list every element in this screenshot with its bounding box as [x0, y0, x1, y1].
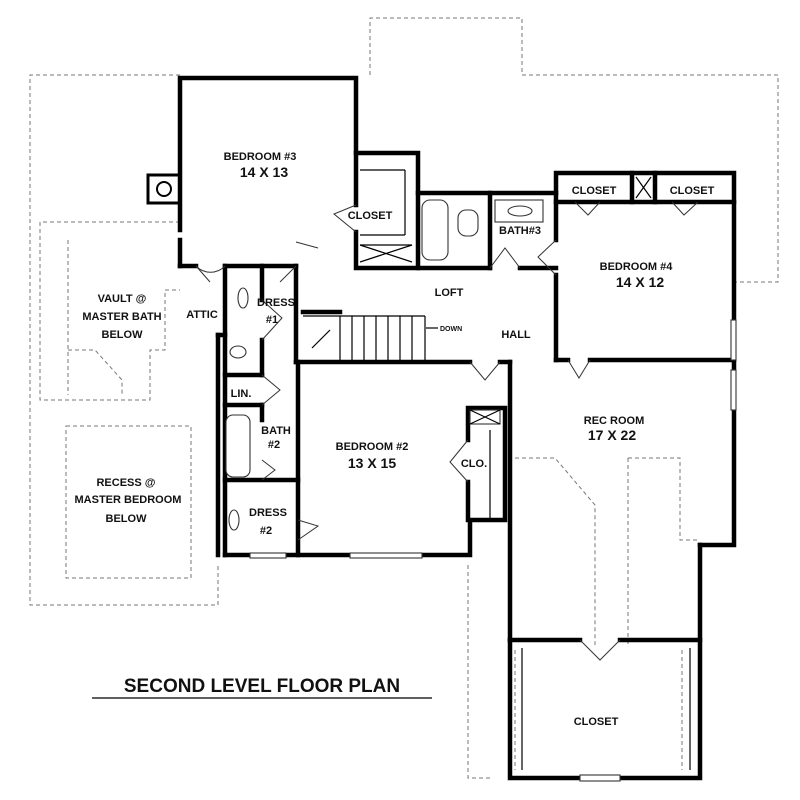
vault-area-outline [39, 221, 180, 401]
dress2-label-line2: #2 [260, 525, 272, 537]
bedroom3-size: 14 X 13 [240, 164, 288, 180]
roof-outline [29, 17, 779, 780]
stair [311, 316, 438, 362]
walls [177, 75, 737, 781]
recess-label-line3: BELOW [106, 513, 148, 525]
clo-label: CLO. [461, 458, 487, 470]
bath2-label-line2: #2 [268, 439, 280, 451]
dress1-label-line2: #1 [266, 314, 278, 326]
bath3-label: BATH#3 [499, 225, 541, 237]
chimney [146, 173, 182, 205]
attic-label: ATTIC [186, 309, 218, 321]
bedroom3-label: BEDROOM #3 [224, 151, 297, 163]
room-labels: BEDROOM #3 14 X 13 CLOSET BATH#3 CLOSET … [75, 151, 715, 728]
rec-closet-shelves [521, 648, 691, 770]
rec-room-vault-lines [508, 457, 700, 770]
closet-b4-right-label: CLOSET [670, 185, 715, 197]
windows [249, 319, 737, 782]
down-label: DOWN [440, 326, 462, 333]
rec-room-label: REC ROOM [584, 415, 645, 427]
plan-title: SECOND LEVEL FLOOR PLAN [124, 676, 400, 697]
bath2-label-line1: BATH [261, 425, 291, 437]
vault-label-line2: MASTER BATH [82, 311, 161, 323]
recess-label-line1: RECESS @ [96, 477, 155, 489]
lin-label: LIN. [231, 388, 252, 400]
dress1-label-line1: DRESS [257, 297, 295, 309]
dress2-label-line1: DRESS [249, 507, 287, 519]
recess-label-line2: MASTER BEDROOM [75, 494, 182, 506]
door-swings [195, 201, 699, 661]
closet-rec-label: CLOSET [574, 716, 619, 728]
closet-b3-label: CLOSET [348, 210, 393, 222]
hall-label: HALL [501, 329, 531, 341]
recess-area-outline [65, 425, 192, 579]
loft-label: LOFT [435, 287, 464, 299]
vault-label-line1: VAULT @ [98, 293, 147, 305]
rec-room-size: 17 X 22 [588, 427, 636, 443]
bedroom2-size: 13 X 15 [348, 455, 396, 471]
bedroom4-label: BEDROOM #4 [600, 261, 674, 273]
fixtures [225, 199, 544, 531]
bedroom4-size: 14 X 12 [616, 274, 664, 290]
closet-b4-left-label: CLOSET [572, 185, 617, 197]
bedroom2-label: BEDROOM #2 [336, 441, 409, 453]
plan-title-group: SECOND LEVEL FLOOR PLAN [92, 676, 432, 699]
vault-label-line3: BELOW [102, 329, 144, 341]
